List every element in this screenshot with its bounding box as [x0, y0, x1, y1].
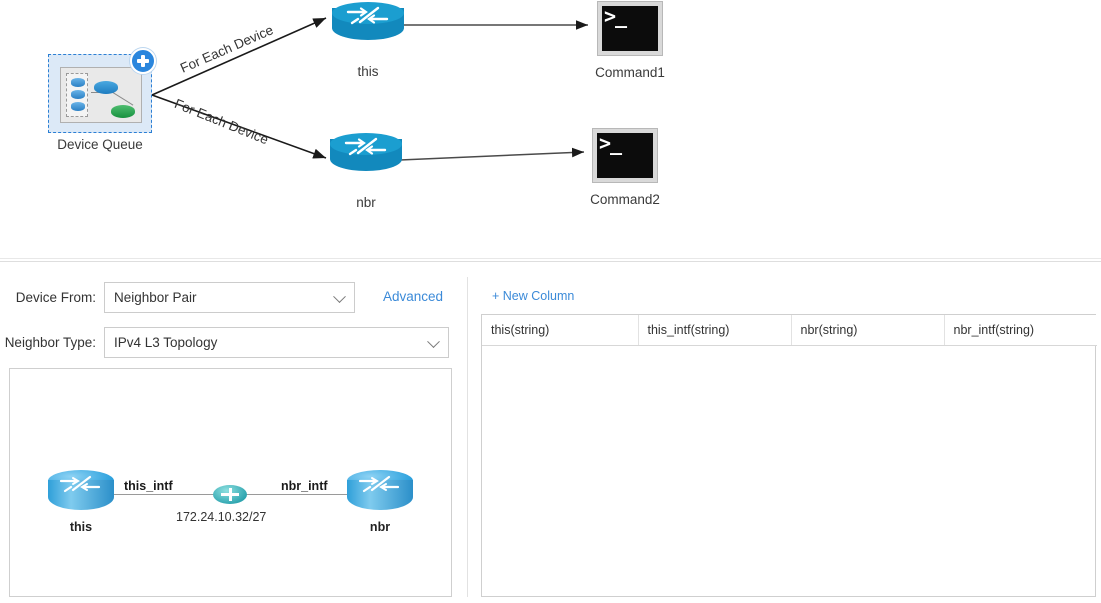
device-from-select[interactable]: Neighbor Pair: [104, 282, 355, 313]
neighbor-type-row: Neighbor Type: IPv4 L3 Topology: [0, 327, 449, 358]
edge-queue-to-nbr: [151, 94, 327, 159]
device-from-row: Device From: Neighbor Pair: [0, 282, 355, 313]
terminal-icon: >_: [597, 1, 663, 56]
vertical-divider: [467, 277, 468, 597]
preview-router-this: this: [48, 470, 114, 534]
router-icon: [332, 2, 404, 48]
mini-link: [112, 92, 134, 106]
node-command2[interactable]: >_ Command2: [590, 128, 660, 207]
table-header-row: this(string) this_intf(string) nbr(strin…: [482, 315, 1097, 346]
workflow-edges: [151, 17, 588, 161]
table-header-cell[interactable]: nbr(string): [791, 315, 945, 346]
workflow-canvas[interactable]: Device Queue this: [0, 0, 1101, 258]
preview-link-left: [110, 494, 214, 495]
neighbor-type-label: Neighbor Type:: [4, 335, 96, 350]
subnet-cloud-icon: [213, 485, 247, 504]
this-router-label: this: [357, 64, 379, 79]
table-header-cell[interactable]: this(string): [482, 315, 639, 346]
neighbor-type-value: IPv4 L3 Topology: [114, 335, 218, 350]
terminal-prompt: >_: [599, 131, 622, 155]
table-header-cell[interactable]: nbr_intf(string): [944, 315, 1097, 346]
chevron-down-icon: [333, 289, 346, 303]
mini-router-icon: [94, 81, 118, 94]
preview-link-right: [246, 494, 350, 495]
neighbor-type-select[interactable]: IPv4 L3 Topology: [104, 327, 449, 358]
edge-nbr-to-command2: [399, 147, 585, 161]
stack-item-icon: [71, 90, 85, 99]
node-nbr-router[interactable]: nbr: [330, 133, 402, 210]
node-device-queue[interactable]: Device Queue: [48, 48, 156, 152]
preview-interface-this: this_intf: [124, 479, 173, 493]
mini-router-green-icon: [111, 105, 135, 118]
command2-label: Command2: [590, 192, 660, 207]
device-queue-icon: [60, 67, 142, 123]
topology-preview-panel[interactable]: this nbr this_intf nbr_intf 172.: [9, 368, 452, 597]
device-from-label: Device From:: [15, 290, 96, 305]
terminal-icon: >_: [592, 128, 658, 183]
node-command1[interactable]: >_ Command1: [595, 1, 665, 80]
columns-table-panel[interactable]: this(string) this_intf(string) nbr(strin…: [481, 314, 1097, 597]
device-from-value: Neighbor Pair: [114, 290, 197, 305]
section-divider: [0, 258, 1101, 262]
add-icon[interactable]: [130, 48, 156, 74]
preview-interface-nbr: nbr_intf: [281, 479, 328, 493]
advanced-link[interactable]: Advanced: [383, 289, 444, 304]
edge-queue-to-this: [151, 17, 327, 96]
preview-label-this: this: [69, 520, 93, 534]
node-this-router[interactable]: this: [332, 2, 404, 79]
stack-item-icon: [71, 102, 85, 111]
preview-label-nbr: nbr: [369, 520, 391, 534]
router-icon: [330, 133, 402, 179]
device-queue-label: Device Queue: [57, 137, 143, 152]
nbr-router-label: nbr: [356, 195, 376, 210]
preview-router-nbr: nbr: [347, 470, 413, 534]
command1-label: Command1: [595, 65, 665, 80]
chevron-down-icon: [427, 334, 440, 348]
device-stack-icon: [66, 73, 88, 117]
stack-item-icon: [71, 78, 85, 87]
terminal-prompt: >_: [604, 4, 627, 28]
columns-table: this(string) this_intf(string) nbr(strin…: [482, 315, 1097, 346]
new-column-button[interactable]: + New Column: [492, 289, 575, 303]
preview-subnet-label: 172.24.10.32/27: [176, 510, 267, 524]
table-header-cell[interactable]: this_intf(string): [638, 315, 792, 346]
